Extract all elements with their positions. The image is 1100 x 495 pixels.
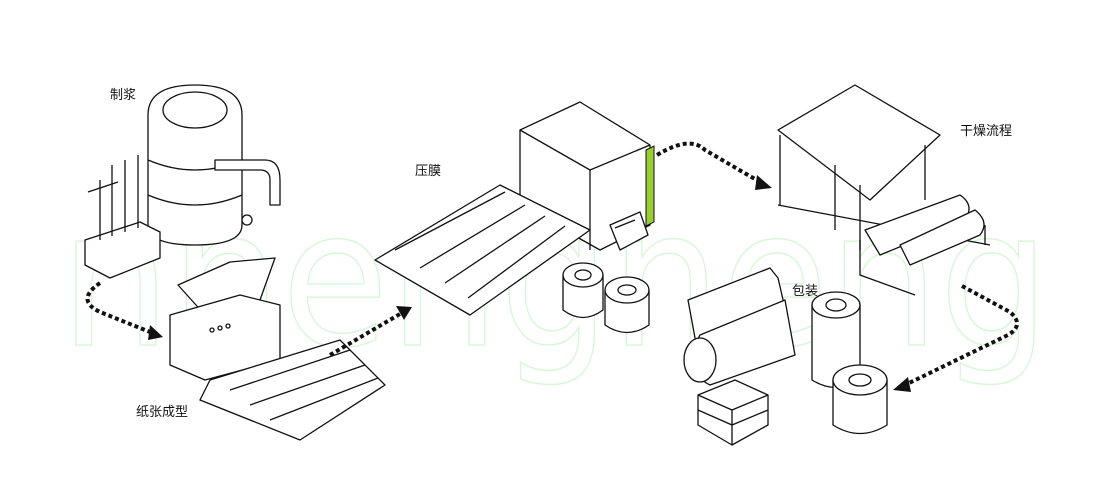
pulping-tank-illustration <box>84 84 281 279</box>
flow-arrows <box>85 141 1019 392</box>
label-pressing: 压膜 <box>415 164 442 179</box>
label-pulping: 制浆 <box>110 88 137 103</box>
label-packaging: 包装 <box>792 284 819 299</box>
label-sheet-forming: 纸张成型 <box>136 405 189 420</box>
sheet-forming-illustration <box>169 257 386 441</box>
packaging-illustration <box>683 267 888 446</box>
label-drying: 干燥流程 <box>960 124 1013 139</box>
paper-rolls-1 <box>562 262 650 334</box>
pressing-machine-illustration <box>374 101 655 316</box>
drying-machine-illustration <box>777 84 991 296</box>
arrow-pressing-to-drying <box>655 141 762 184</box>
arrow-pulping-to-forming <box>85 281 151 334</box>
